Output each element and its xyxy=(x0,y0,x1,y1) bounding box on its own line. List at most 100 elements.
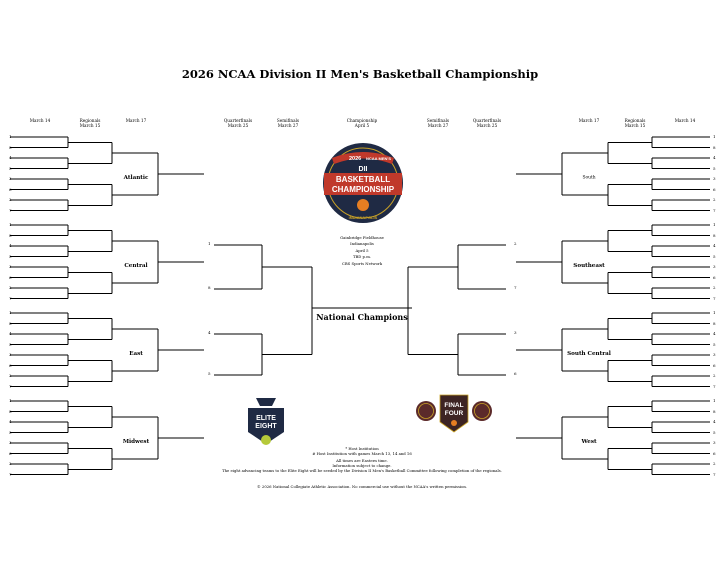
header-left-r1: March 14 xyxy=(29,118,51,123)
seed-number: 5 xyxy=(9,341,12,347)
seed-number: 6 xyxy=(713,274,716,280)
seed-number: 6 xyxy=(713,362,716,368)
quarterfinal-seed: 5 xyxy=(208,371,211,376)
seed-number: 5 xyxy=(9,429,12,435)
seed-number: 5 xyxy=(9,165,12,171)
final-four-line2: FOUR xyxy=(445,410,464,417)
seed-number: 8 xyxy=(9,144,12,150)
seed-number: 2 xyxy=(713,373,716,378)
seed-number: 2 xyxy=(713,461,716,466)
seed-number: 4 xyxy=(713,243,716,248)
seed-number: 2 xyxy=(9,373,12,378)
seed-number: 7 xyxy=(713,383,716,389)
copyright: © 2026 National Collegiate Athletic Asso… xyxy=(256,484,468,489)
seed-number: 1 xyxy=(9,310,12,315)
seed-number: 7 xyxy=(9,471,12,477)
logo-band: NCAA MEN'S xyxy=(366,156,391,161)
seed-number: 2 xyxy=(9,197,12,202)
seed-number: 6 xyxy=(9,362,12,368)
region-midwest: Midwest xyxy=(122,439,150,445)
seed-number: 7 xyxy=(9,207,12,213)
seed-number: 3 xyxy=(713,264,716,269)
seed-number: 8 xyxy=(713,408,716,414)
seed-number: 2 xyxy=(713,197,716,202)
quarterfinal-seed: 6 xyxy=(514,371,517,376)
seed-number: 2 xyxy=(713,285,716,290)
header-right-r3: March 17 xyxy=(578,118,600,123)
region-atlantic: Atlantic xyxy=(123,175,149,181)
seed-number: 1 xyxy=(9,134,12,139)
seed-number: 1 xyxy=(713,398,716,403)
basketball-icon xyxy=(261,435,271,445)
final-four-line1: FINAL xyxy=(444,402,463,409)
quarterfinal-seed: 1 xyxy=(208,241,211,246)
seed-number: 5 xyxy=(713,341,716,347)
seed-number: 5 xyxy=(713,253,716,259)
quarterfinal-seed: 2 xyxy=(514,241,517,246)
seed-number: 5 xyxy=(9,253,12,259)
region-south-central: South Central xyxy=(567,351,611,357)
logo-city: INDIANAPOLIS xyxy=(349,215,378,220)
footnotes: * Host Institution# Host Institution wit… xyxy=(222,446,502,474)
header-left-r3: March 17 xyxy=(125,118,147,123)
logo-line2: CHAMPIONSHIP xyxy=(332,185,395,194)
seed-number: 3 xyxy=(9,352,12,357)
region-west: West xyxy=(581,439,597,445)
elite-eight-line1: ELITE xyxy=(256,415,276,422)
seed-number: 4 xyxy=(9,419,12,424)
logo-division: DII xyxy=(359,166,368,173)
quarterfinal-seed: 8 xyxy=(208,285,211,290)
seed-number: 3 xyxy=(713,352,716,357)
seed-number: 4 xyxy=(9,155,12,160)
seed-number: 8 xyxy=(9,408,12,414)
seed-number: 7 xyxy=(713,207,716,213)
seed-number: 1 xyxy=(9,222,12,227)
seed-number: 6 xyxy=(9,274,12,280)
seed-number: 3 xyxy=(9,264,12,269)
seed-number: 7 xyxy=(713,471,716,477)
basketball-icon xyxy=(357,199,369,211)
seed-number: 8 xyxy=(713,232,716,238)
seed-number: 7 xyxy=(713,295,716,301)
seed-number: 2 xyxy=(9,285,12,290)
region-central: Central xyxy=(124,263,148,269)
seed-number: 7 xyxy=(9,295,12,301)
basketball-icon xyxy=(451,420,457,426)
seed-number: 4 xyxy=(713,155,716,160)
seed-number: 7 xyxy=(9,383,12,389)
seed-number: 1 xyxy=(9,398,12,403)
seed-number: 8 xyxy=(713,144,716,150)
seed-number: 3 xyxy=(713,440,716,445)
seed-number: 8 xyxy=(9,320,12,326)
logo-year: 2026 xyxy=(349,156,361,162)
seed-number: 5 xyxy=(713,429,716,435)
elite-eight-logo: ELITE EIGHT xyxy=(248,398,284,445)
region-east: East xyxy=(129,351,143,357)
seed-number: 8 xyxy=(713,320,716,326)
quarterfinal-seed: 4 xyxy=(208,330,211,335)
championship-logo: 2026 NCAA MEN'S DII BASKETBALL CHAMPIONS… xyxy=(323,143,403,223)
seed-number: 4 xyxy=(9,331,12,336)
national-champions-label: National Champions xyxy=(316,312,408,322)
seed-number: 4 xyxy=(713,419,716,424)
seed-number: 6 xyxy=(9,450,12,456)
seed-number: 8 xyxy=(9,232,12,238)
header-right-r1: March 14 xyxy=(674,118,696,123)
quarterfinal-seed: 7 xyxy=(514,285,517,290)
seed-number: 4 xyxy=(713,331,716,336)
seed-number: 6 xyxy=(713,450,716,456)
seed-number: 6 xyxy=(9,186,12,192)
seed-number: 1 xyxy=(713,134,716,139)
seed-number: 3 xyxy=(9,176,12,181)
seed-number: 4 xyxy=(9,243,12,248)
seed-number: 1 xyxy=(713,222,716,227)
